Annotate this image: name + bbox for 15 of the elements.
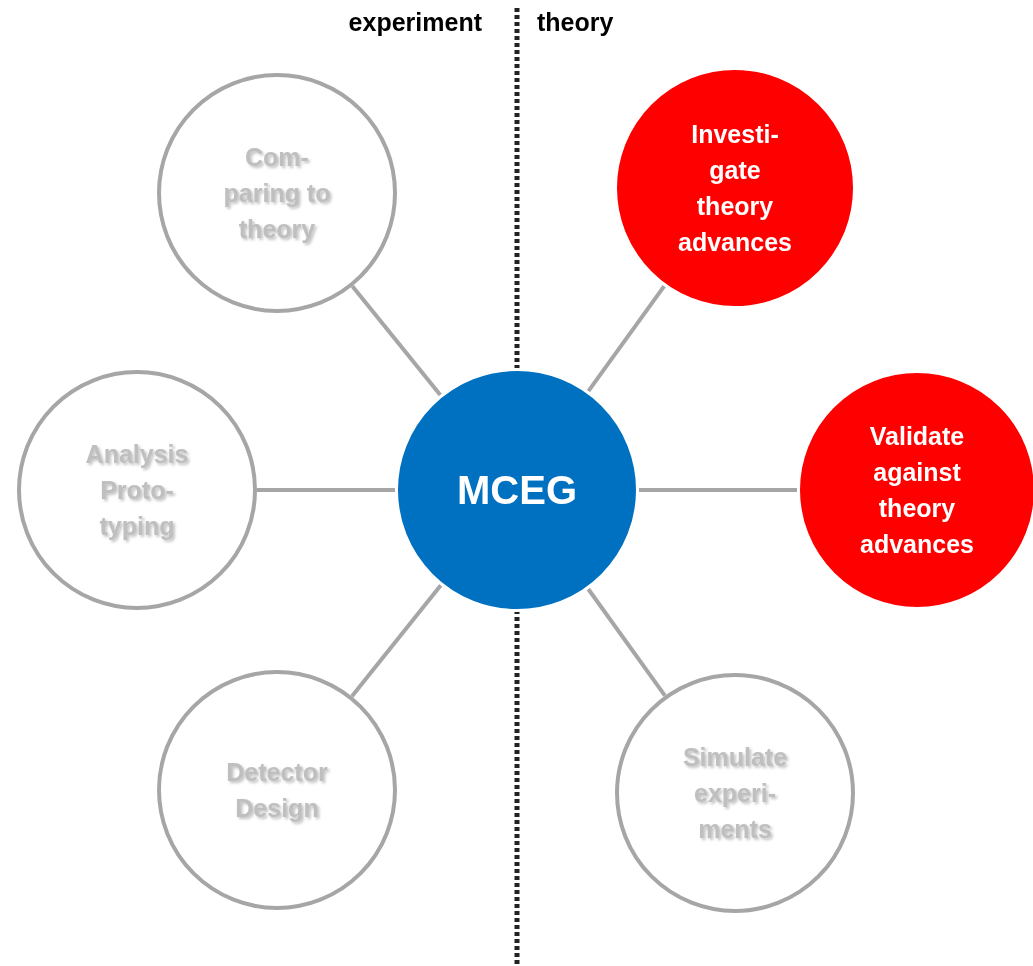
node-label: Simulate experi- ments (682, 741, 788, 846)
section-heading: experiment (348, 8, 482, 37)
connector-line (257, 488, 395, 492)
connector-line (586, 284, 666, 393)
node-label: Detector Design (226, 756, 328, 824)
node-label: Validate against theory advances (860, 420, 974, 561)
connector-line (639, 488, 797, 492)
node-label: Investi- gate theory advances (678, 118, 792, 259)
node-label: Analysis Proto- typing (85, 438, 189, 543)
connector-line (350, 285, 442, 397)
connector-line (350, 584, 443, 698)
node-label: Com- paring to theory (223, 141, 331, 246)
section-heading: theory (537, 8, 614, 37)
node-label: MCEG (457, 467, 577, 514)
connector-line (586, 587, 667, 697)
